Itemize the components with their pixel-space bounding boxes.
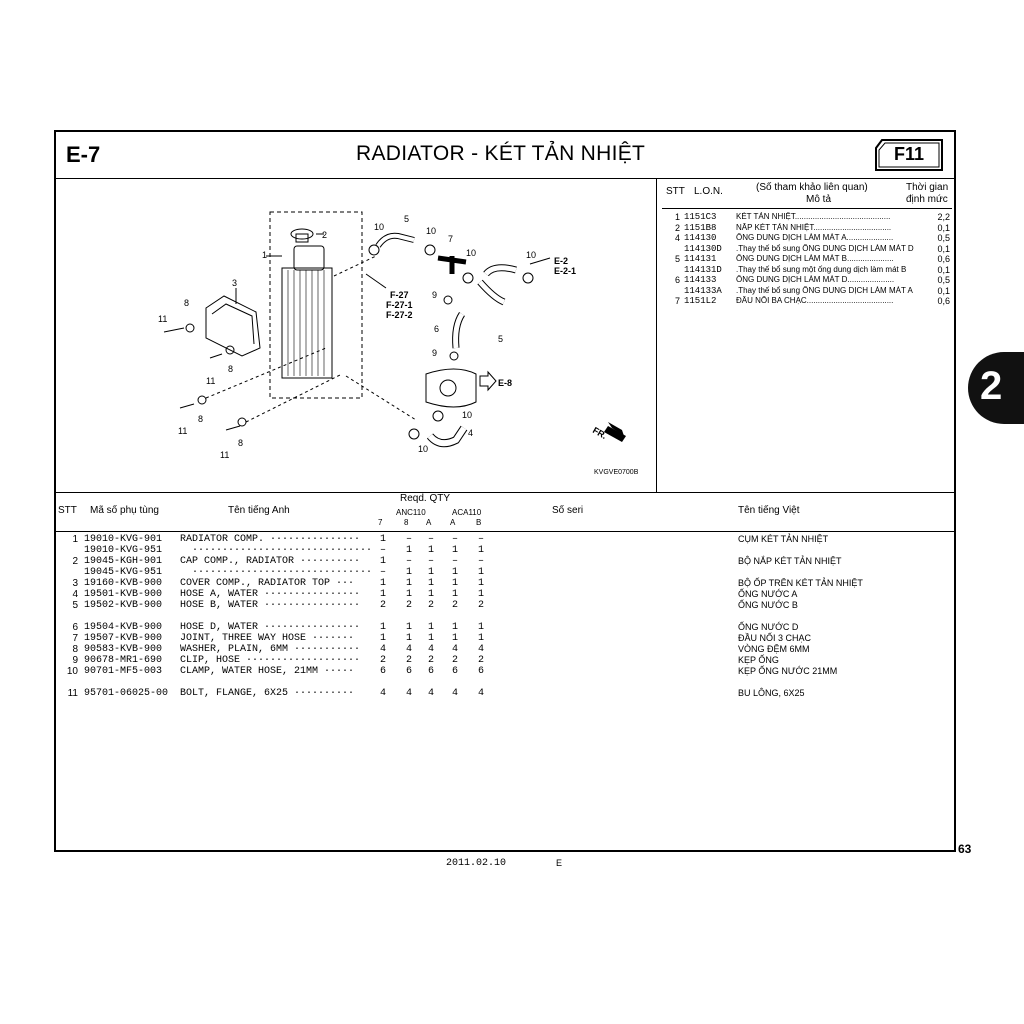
- front-arrow-icon: [604, 422, 626, 442]
- ref-row: 114130D.Thay thế bổ sung ỐNG DUNG DỊCH L…: [684, 243, 950, 254]
- ref-e2-1: E-2-1: [554, 266, 576, 276]
- callout-11a: 11: [158, 314, 167, 324]
- callout-10f: 10: [418, 444, 428, 454]
- exploded-diagram: 1 2 3 4 5 5 6 7 8 8 8 8 9 9 10 10 10 10 …: [56, 178, 657, 492]
- callout-10e: 10: [462, 410, 472, 420]
- labor-reference-table: STT L.O.N. (Số tham khảo liên quan) Mô t…: [656, 178, 956, 492]
- radiator-cap: [290, 228, 314, 240]
- callout-5b: 5: [498, 334, 503, 344]
- chapter-tab: 2: [968, 352, 1024, 424]
- badge-outline-icon: [875, 139, 943, 171]
- callout-8d: 8: [238, 438, 243, 448]
- callout-4: 4: [468, 428, 473, 438]
- callout-9b: 9: [432, 348, 437, 358]
- callout-9a: 9: [432, 290, 437, 300]
- callout-11b: 11: [206, 376, 215, 386]
- callout-6: 6: [434, 324, 439, 334]
- bolts: [163, 323, 247, 431]
- callout-2: 2: [322, 230, 327, 240]
- callout-11c: 11: [178, 426, 187, 436]
- ref-e8: E-8: [498, 378, 512, 388]
- ref-row: 114131D.Thay thế bổ sung một ống dung dị…: [684, 264, 950, 275]
- callout-3: 3: [232, 278, 237, 288]
- parts-row: 19010-KVG-951 ··························…: [84, 545, 484, 556]
- ref-f27-2: F-27-2: [386, 310, 413, 320]
- qty-col-header: 7: [378, 518, 383, 527]
- figure-badge: F11: [874, 138, 944, 172]
- water-pump: [425, 368, 477, 408]
- ref-f27-1: F-27-1: [386, 300, 413, 310]
- radiator-exploded-view: 1 2 3 4 5 5 6 7 8 8 8 8 9 9 10 10 10 10 …: [158, 211, 639, 476]
- callout-8c: 8: [198, 414, 203, 424]
- qty-col-header: 8: [404, 518, 409, 527]
- parts-table-header: STT Mã số phụ tùng Tên tiếng Anh Reqd. Q…: [56, 492, 954, 532]
- footer-date: 2011.02.10: [446, 858, 507, 869]
- callout-1: 1: [262, 250, 267, 260]
- callout-8a: 8: [184, 298, 189, 308]
- section-code: E-7: [66, 142, 101, 167]
- qty-col-header: A: [450, 518, 456, 527]
- callout-10c: 10: [466, 248, 476, 258]
- ref-front: FR.: [591, 425, 609, 441]
- callout-5a: 5: [404, 214, 409, 224]
- qty-col-header: A: [426, 518, 432, 527]
- callout-11d: 11: [220, 450, 229, 460]
- diagram-code: KVGVE0700B: [594, 469, 639, 476]
- callout-10b: 10: [426, 226, 436, 236]
- radiator-core: [281, 267, 333, 379]
- page-title: RADIATOR - KÉT TẢN NHIỆT: [356, 142, 646, 165]
- callout-8b: 8: [228, 364, 233, 374]
- callout-10a: 10: [374, 222, 384, 232]
- catalog-page-frame: E-7 RADIATOR - KÉT TẢN NHIỆT F11: [54, 130, 956, 852]
- ref-row: 114133A.Thay thế bổ sung ỐNG DUNG DỊCH L…: [684, 285, 950, 296]
- ref-f27: F-27: [390, 290, 409, 300]
- page-header: E-7 RADIATOR - KÉT TẢN NHIỆT F11: [56, 132, 954, 179]
- parts-row: 19045-KVG-951 ··························…: [84, 567, 484, 578]
- callout-7: 7: [448, 234, 453, 244]
- footer-edition: E: [556, 858, 563, 868]
- qty-col-header: B: [476, 518, 482, 527]
- radiator-cover: [205, 295, 261, 357]
- ref-e2: E-2: [554, 256, 568, 266]
- page-number: 63: [958, 842, 972, 856]
- callout-10d: 10: [526, 250, 536, 260]
